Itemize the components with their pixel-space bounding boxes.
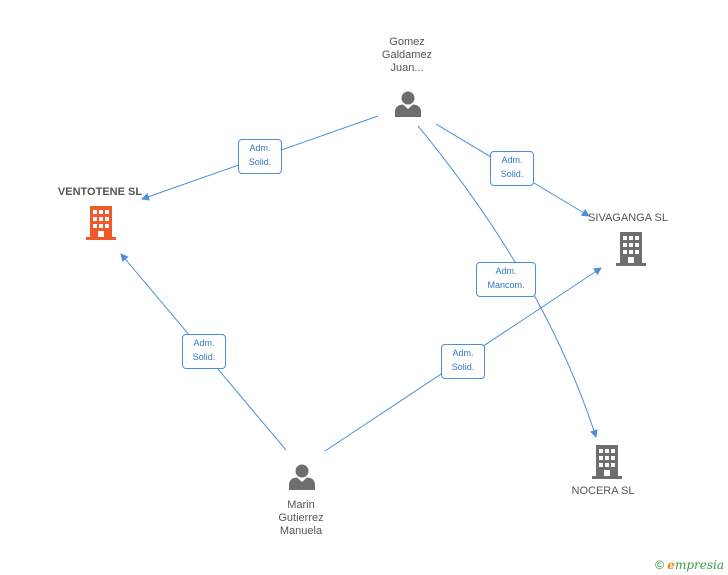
edge-badge-marin-ventotene[interactable]: Adm. Solid. (182, 334, 226, 369)
node-label-nocera[interactable]: NOCERA SL (571, 485, 635, 497)
brand-footer: © empresia (655, 558, 724, 572)
edge-badge-gomez-ventotene[interactable]: Adm. Solid. (238, 139, 282, 174)
edge-badge-gomez-nocera[interactable]: Adm. Mancom. (476, 262, 536, 297)
building-icon[interactable] (86, 206, 116, 240)
brand-logo: empresia (667, 558, 724, 572)
node-label-gomez[interactable]: Gomez Galdamez Juan... (381, 36, 433, 74)
node-label-sivaganga[interactable]: SIVAGANGA SL (588, 212, 668, 224)
person-icon[interactable] (289, 464, 315, 491)
copyright-symbol: © (655, 558, 664, 572)
person-icon[interactable] (395, 91, 421, 118)
building-icon[interactable] (616, 232, 646, 266)
edge-badge-marin-sivaganga[interactable]: Adm. Solid. (441, 344, 485, 379)
node-label-marin[interactable]: Marin Gutierrez Manuela (278, 499, 324, 537)
building-icon[interactable] (592, 445, 622, 479)
edge-badge-gomez-sivaganga[interactable]: Adm. Solid. (490, 151, 534, 186)
node-label-ventotene[interactable]: VENTOTENE SL (57, 186, 143, 198)
